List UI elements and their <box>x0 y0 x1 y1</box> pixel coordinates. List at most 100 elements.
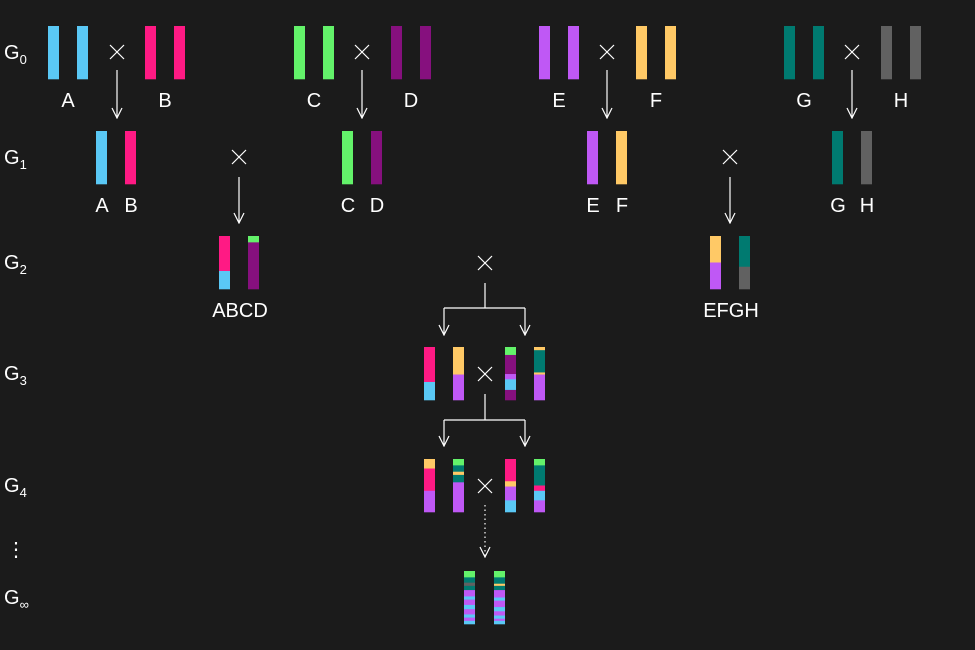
ginf-bar-left-segment <box>464 590 475 597</box>
gen-label-g0: G0 <box>4 42 27 67</box>
label-a: A <box>61 90 75 112</box>
parent-c-bar-right-segment <box>323 26 334 80</box>
g3-bar-2-segment <box>453 374 464 401</box>
f1-gh-bar-left-segment <box>832 131 843 185</box>
efgh-bar-left-segment <box>710 236 721 263</box>
cross-icon <box>844 44 860 60</box>
ginf-bar-right-segment <box>494 618 505 622</box>
label-d: D <box>404 90 418 112</box>
parent-e-bar-right-segment <box>568 26 579 80</box>
abcd-bar-right-segment <box>248 236 259 243</box>
gen-label-g4: G4 <box>4 475 27 500</box>
label-efgh: EFGH <box>703 300 759 322</box>
ginf-bar-left-segment <box>464 604 475 610</box>
cross-icon <box>477 478 493 494</box>
g1-labels: A B C D E F G H <box>95 195 874 217</box>
generation-labels: G0 G1 G2 G3 G4 G∞ ⋮ <box>4 42 29 612</box>
abcd-bar-left-segment <box>219 270 230 290</box>
parent-a-bar-right-segment <box>77 26 88 80</box>
cross-icon <box>722 149 738 165</box>
parent-a-bar-left-segment <box>48 26 59 80</box>
f1-ab-bar-left-segment <box>96 131 107 185</box>
cross-icon <box>109 44 125 60</box>
ginf-bar-right-segment <box>494 583 505 587</box>
ginf-bar-left-segment <box>464 599 475 606</box>
cross-stroke <box>477 478 493 494</box>
ginf-bar-right-segment <box>494 615 505 619</box>
label-f: F <box>616 195 628 217</box>
gen-label-g2: G2 <box>4 252 27 277</box>
ginf-bar-left-segment <box>464 571 475 578</box>
efgh-bar-left-segment <box>710 262 721 290</box>
ginf-bar-left-segment <box>464 596 475 600</box>
g4-bar-2-segment <box>453 459 464 466</box>
parent-c-bar-left-segment <box>294 26 305 80</box>
gen-label-g1: G1 <box>4 147 27 172</box>
g4-bar-2-segment <box>453 471 464 476</box>
g3-bar-2-segment <box>453 347 464 375</box>
g4-bar-3-segment <box>505 481 516 487</box>
cross-icon <box>477 255 493 271</box>
label-f: F <box>650 90 662 112</box>
ginf-bar-left-segment <box>464 614 475 618</box>
cross-stroke <box>477 255 493 271</box>
g3-bar-3-segment <box>505 389 516 401</box>
g3-bar-3-segment <box>505 354 516 375</box>
g3-bar-3-segment <box>505 347 516 356</box>
cross-stroke <box>109 44 125 60</box>
parent-b-bar-right-segment <box>174 26 185 80</box>
g3-bar-4-segment <box>534 347 545 351</box>
label-e: E <box>586 195 599 217</box>
parent-f-bar-right-segment <box>665 26 676 80</box>
ginf-bar-left-segment <box>464 609 475 615</box>
cross-stroke <box>722 149 738 165</box>
g4-bar-1-segment <box>424 459 435 469</box>
ginf-bar-left-segment <box>464 585 475 591</box>
parent-h-bar-right-segment <box>910 26 921 80</box>
label-b: B <box>124 195 137 217</box>
f1-cd-bar-right-segment <box>371 131 382 185</box>
parent-f-bar-left-segment <box>636 26 647 80</box>
cross-icon <box>477 366 493 382</box>
g3-bar-3-segment <box>505 374 516 380</box>
g4-bar-2-segment <box>453 474 464 483</box>
cross-stroke <box>231 149 247 165</box>
ginf-bar-right-segment <box>494 620 505 625</box>
label-c: C <box>307 90 321 112</box>
g4-bar-4-segment <box>534 500 545 513</box>
gen-label-ginf: G∞ <box>4 587 29 612</box>
ginf-bar-left-segment <box>464 620 475 625</box>
g4-bar-1-segment <box>424 468 435 492</box>
label-c: C <box>341 195 355 217</box>
ginf-bar-right-segment <box>494 600 505 608</box>
ginf-bar-right-segment <box>494 597 505 601</box>
ginf-bar-left-segment <box>464 617 475 622</box>
gen-label-g3: G3 <box>4 363 27 388</box>
label-d: D <box>370 195 384 217</box>
label-g: G <box>830 195 846 217</box>
cross-stroke <box>599 44 615 60</box>
parent-e-bar-left-segment <box>539 26 550 80</box>
g4-bar-2-segment <box>453 498 464 513</box>
f1-ef-bar-right-segment <box>616 131 627 185</box>
g4-bar-4-segment <box>534 490 545 501</box>
g3-bar-4-segment <box>534 350 545 373</box>
g3-bar-1-segment <box>424 381 435 401</box>
ginf-bar-left-segment <box>464 582 475 587</box>
f1-gh-bar-right-segment <box>861 131 872 185</box>
label-abcd: ABCD <box>212 300 268 322</box>
label-e: E <box>552 90 565 112</box>
ginf-bar-right-segment <box>494 577 505 585</box>
g4-bar-4-segment <box>534 465 545 486</box>
ginf-bar-right-segment <box>494 585 505 591</box>
cross-stroke <box>477 366 493 382</box>
f1-cd-bar-left-segment <box>342 131 353 185</box>
f1-ab-bar-right-segment <box>125 131 136 185</box>
g3-bar-4-segment <box>534 374 545 401</box>
chromosome-shapes <box>48 26 921 625</box>
ginf-bar-left-segment <box>464 577 475 583</box>
parent-g-bar-left-segment <box>784 26 795 80</box>
label-h: H <box>860 195 874 217</box>
